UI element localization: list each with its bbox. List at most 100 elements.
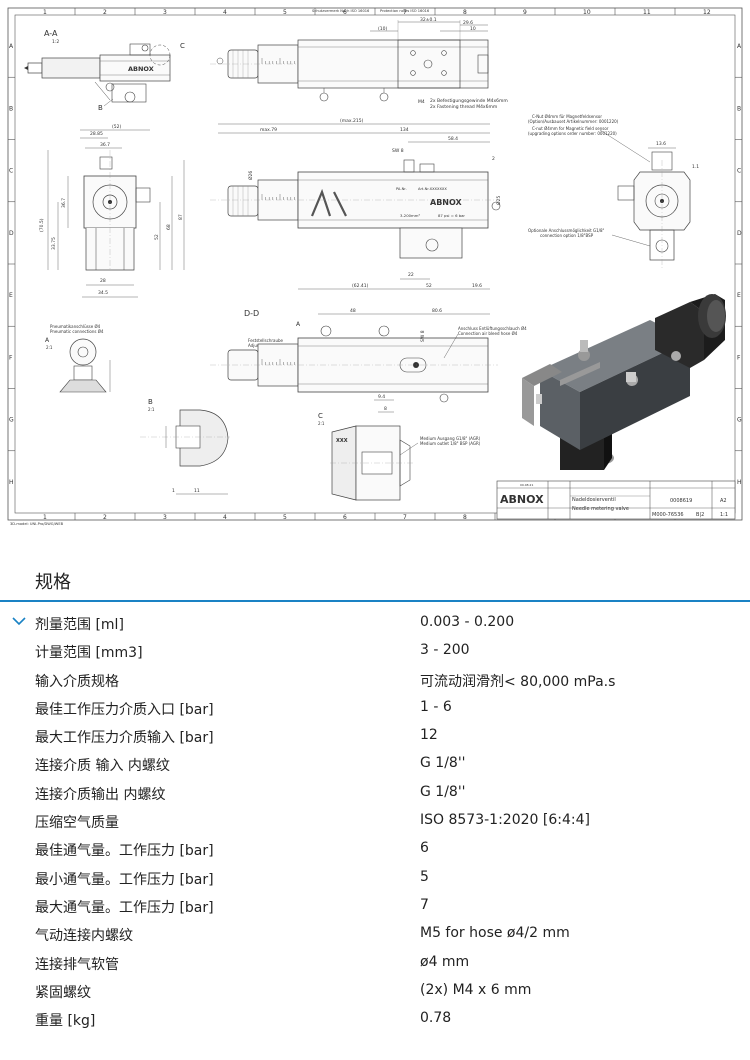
dim-87: 87 <box>178 214 184 220</box>
dim-134: 134 <box>400 127 409 133</box>
spec-value: 12 <box>420 727 438 744</box>
note-fastening-de: 2x Befestigungsgewinde M4x6mm <box>430 98 508 104</box>
title-sheet: B|2 <box>696 512 704 518</box>
title-doc-no: M000-76536 <box>652 512 684 518</box>
view-c-label: C <box>318 412 323 420</box>
ruler-label: 4 <box>223 9 227 16</box>
title-block: ABNOX Nadeldosierventil Needle metering … <box>496 480 736 520</box>
ruler-label: 1 <box>43 9 47 16</box>
ruler-label: F <box>737 354 741 361</box>
spec-row: 最小通气量。工作压力 [bar]5 <box>0 863 750 891</box>
ruler-label: 4 <box>223 514 227 521</box>
note-cnut-en1: C-nut Ø4mm for Magnetic field sensor <box>532 126 609 131</box>
view-dd-a: A <box>296 321 301 328</box>
spec-label: 最佳工作压力介质入口 [bar] <box>35 701 214 718</box>
dim-2: 2 <box>492 156 495 162</box>
ruler-label: 6 <box>343 514 347 521</box>
dim-10b: 10 <box>470 26 476 32</box>
ruler-label: A <box>9 43 14 50</box>
note-adj-de: Feststellschraube <box>248 338 284 343</box>
view-c-xxx: XXX <box>336 438 348 444</box>
ruler-label: 12 <box>703 9 711 16</box>
title-name-en: Needle metering valve <box>572 506 629 512</box>
view-c-scale: 2:1 <box>318 421 325 426</box>
spec-label: 气动连接内螺纹 <box>35 928 133 945</box>
ruler-label: 8 <box>463 514 467 521</box>
bottom-note: 3D-model: UNI-Pro/DWG/WEB <box>10 522 64 526</box>
spec-label: 压缩空气质量 <box>35 815 119 832</box>
spec-value: 3 - 200 <box>420 642 470 659</box>
dim-1: 1 <box>172 488 175 494</box>
spec-label: 连接介质输出 内螺纹 <box>35 786 166 803</box>
note-pneu-en: Pneumatic connections Ø4 <box>50 329 104 334</box>
dim-80-6: 80.6 <box>432 308 442 314</box>
view-aa: A-A 1:2 ABNOX C B <box>24 29 185 112</box>
view-aa-scale: 1:2 <box>52 39 59 45</box>
ruler-label: 9 <box>523 9 527 16</box>
dim-1-1: 1.1 <box>692 164 699 170</box>
ruler-label: G <box>737 417 742 424</box>
ruler-label: 6 <box>343 9 347 16</box>
spec-label: 连接介质 输入 内螺纹 <box>35 758 170 775</box>
spec-label: 最小通气量。工作压力 [bar] <box>35 871 214 888</box>
view-b-label: B <box>148 398 153 406</box>
body-volume: 3-200mm³ <box>400 213 420 218</box>
spec-value: G 1/8'' <box>420 755 466 772</box>
ruler-label: 3 <box>163 514 167 521</box>
spec-collapse-toggle[interactable] <box>10 612 28 630</box>
ruler-label: E <box>737 292 741 299</box>
spec-row: 重量 [kg]0.78 <box>0 1004 750 1032</box>
dim-58-4: 58.4 <box>448 136 458 142</box>
ruler-label: C <box>9 168 13 175</box>
note-fastening-en: 2x Fastening thread M4x6mm <box>430 104 497 110</box>
dim-29-6: 29.6 <box>463 20 473 26</box>
dim-22: 22 <box>408 272 414 278</box>
view-end: (52) 28.85 36.7 28 34.5 (70.5) 33.75 36.… <box>39 124 185 298</box>
note-cnut-en2: (upgrading options order number: 0001220… <box>528 131 617 136</box>
spec-label: 最大通气量。工作压力 [bar] <box>35 899 214 916</box>
ruler-label: B <box>9 105 13 112</box>
spec-label: 连接排气软管 <box>35 956 119 973</box>
title-scale: 1:1 <box>720 512 728 518</box>
marker-b: B <box>98 104 103 112</box>
spec-row: 最大通气量。工作压力 [bar]7 <box>0 891 750 919</box>
spec-value: 可流动润滑剂< 80,000 mPa.s <box>420 673 616 690</box>
view-a-label: A <box>45 337 50 344</box>
dim-70-5: (70.5) <box>39 218 45 232</box>
ruler-label: D <box>9 230 14 237</box>
ruler-label: 10 <box>583 9 591 16</box>
dim-62-41: (62.41) <box>352 283 369 289</box>
spec-label: 重量 [kg] <box>35 1013 96 1030</box>
dim-36-7-v: 36.7 <box>61 198 67 208</box>
dim-28: 28 <box>100 278 106 284</box>
dim-36-7: 36.7 <box>100 142 110 148</box>
spec-label: 输入介质规格 <box>35 673 119 690</box>
note-pneu-de: Pneumatikanschlüsse Ø4 <box>50 324 101 329</box>
dim-max79: max.79 <box>260 127 277 133</box>
dim-52: 52 <box>426 283 432 289</box>
view-top: 32±0.1 29.6 10 (10) M4 2x Befestigungsge… <box>210 17 508 110</box>
ruler-label: E <box>9 292 13 299</box>
ruler-label: B <box>737 105 741 112</box>
dim-11: 11 <box>194 488 200 494</box>
note-bleed-en: Connection air bleed hose Ø4 <box>458 331 518 336</box>
ruler-label: 5 <box>283 514 287 521</box>
dim-48: 48 <box>350 308 356 314</box>
ruler-label: 2 <box>103 9 107 16</box>
top-note-en: Protection notes ISO 16016 <box>380 9 430 13</box>
title-date: 09.08.21 <box>520 483 533 487</box>
product-render <box>522 294 726 470</box>
view-c: C 2:1 9.4 8 XXX Medium Ausgang G1/8" (AG… <box>318 394 481 501</box>
ruler-label: A <box>737 43 742 50</box>
spec-row: 连接介质 输入 内螺纹 G 1/8'' <box>0 749 750 777</box>
spec-value: 0.003 - 0.200 <box>420 614 515 630</box>
note-cnut-de1: C-Nut Ø4mm für Magnetfeldsensor <box>532 114 602 119</box>
spec-value: 1 - 6 <box>420 698 452 715</box>
view-right: C-Nut Ø4mm für Magnetfeldsensor (Option/… <box>528 114 699 268</box>
spec-label: 剂量范围 [ml] <box>35 617 124 633</box>
